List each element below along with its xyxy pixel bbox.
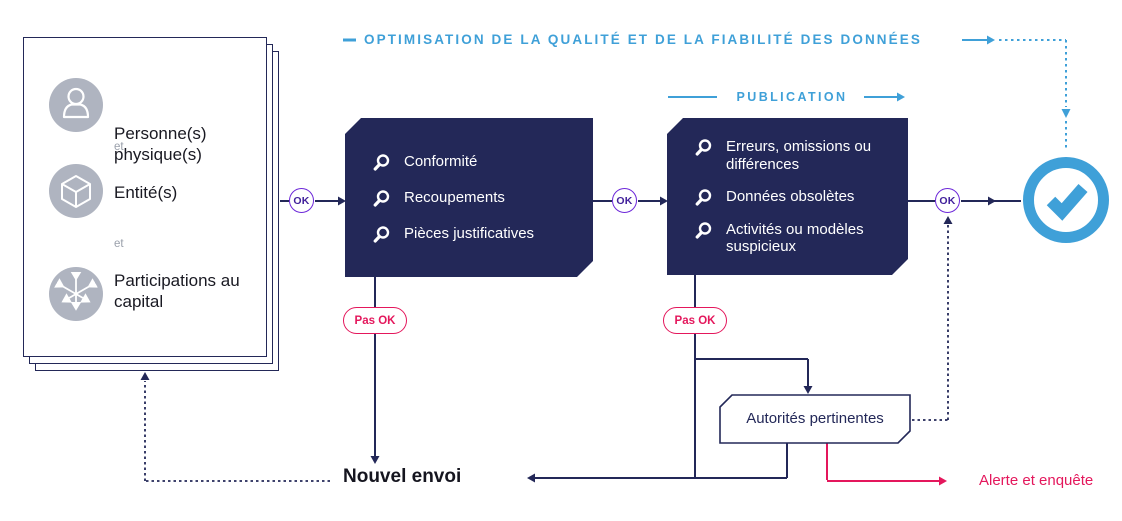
navy-dotted-lines xyxy=(144,225,949,482)
publication-label: PUBLICATION xyxy=(736,90,848,104)
alert-label: Alerte et enquête xyxy=(979,472,1094,489)
separator-text: et xyxy=(114,238,124,250)
publication-item-label: Données obsolètes xyxy=(726,187,855,205)
ok-badge-3: OK xyxy=(935,188,960,213)
check-item: Pièces justificatives xyxy=(372,224,577,244)
check-item: Recoupements xyxy=(372,188,577,208)
person-icon xyxy=(49,78,103,132)
pasok-badge-2: Pas OK xyxy=(663,307,727,334)
diagram-title: OPTIMISATION DE LA QUALITÉ ET DE LA FIAB… xyxy=(364,32,922,47)
publication-item-label: Activités ou modèles suspicieux xyxy=(726,220,864,256)
magnifier-icon xyxy=(372,189,391,208)
publication-box: Erreurs, omissions ou différences Donnée… xyxy=(667,118,908,275)
navy-dotted-arrowheads xyxy=(140,216,953,380)
check-item-label: Recoupements xyxy=(404,188,505,206)
source-card: Personne(s) physique(s) et Entité(s) et xyxy=(23,37,267,357)
cube-icon xyxy=(49,164,103,218)
publication-item: Erreurs, omissions ou différences xyxy=(694,137,892,173)
separator-text: et xyxy=(114,141,124,153)
network-icon xyxy=(49,267,103,321)
alert-line xyxy=(826,443,947,486)
magnifier-icon xyxy=(694,188,713,207)
publication-item: Données obsolètes xyxy=(694,187,892,207)
pasok-badge-1: Pas OK xyxy=(343,307,407,334)
navy-arrowheads xyxy=(338,196,996,483)
success-check-icon xyxy=(1023,157,1109,243)
publication-item: Activités ou modèles suspicieux xyxy=(694,220,892,256)
check-item: Conformité xyxy=(372,152,577,172)
blue-dotted-loop xyxy=(999,39,1071,150)
dotted-resubmit-to-card xyxy=(144,381,330,482)
checks-box: Conformité Recoupements Pièces justifica… xyxy=(345,118,593,277)
magnifier-icon xyxy=(372,153,391,172)
authorities-box-outline xyxy=(719,394,911,444)
line-branch-to-authorities xyxy=(695,358,809,386)
blue-accents xyxy=(343,35,995,102)
ok-badge-1: OK xyxy=(289,188,314,213)
magnifier-icon xyxy=(694,221,713,240)
resubmit-label: Nouvel envoi xyxy=(343,466,462,487)
dotted-authorities-to-ok3 xyxy=(912,225,949,421)
check-item-label: Pièces justificatives xyxy=(404,224,535,242)
source-item-label: Participations au capital xyxy=(114,271,240,312)
authorities-label: Autorités pertinentes xyxy=(746,410,884,427)
source-item-label: Entité(s) xyxy=(114,183,178,202)
magnifier-icon xyxy=(694,138,713,157)
ok-badge-2: OK xyxy=(612,188,637,213)
check-item-label: Conformité xyxy=(404,152,478,170)
magnifier-icon xyxy=(372,225,391,244)
publication-item-label: Erreurs, omissions ou différences xyxy=(726,138,872,173)
source-item-label: Personne(s) physique(s) xyxy=(114,124,207,165)
line-authorities-to-resubmit xyxy=(534,443,788,479)
